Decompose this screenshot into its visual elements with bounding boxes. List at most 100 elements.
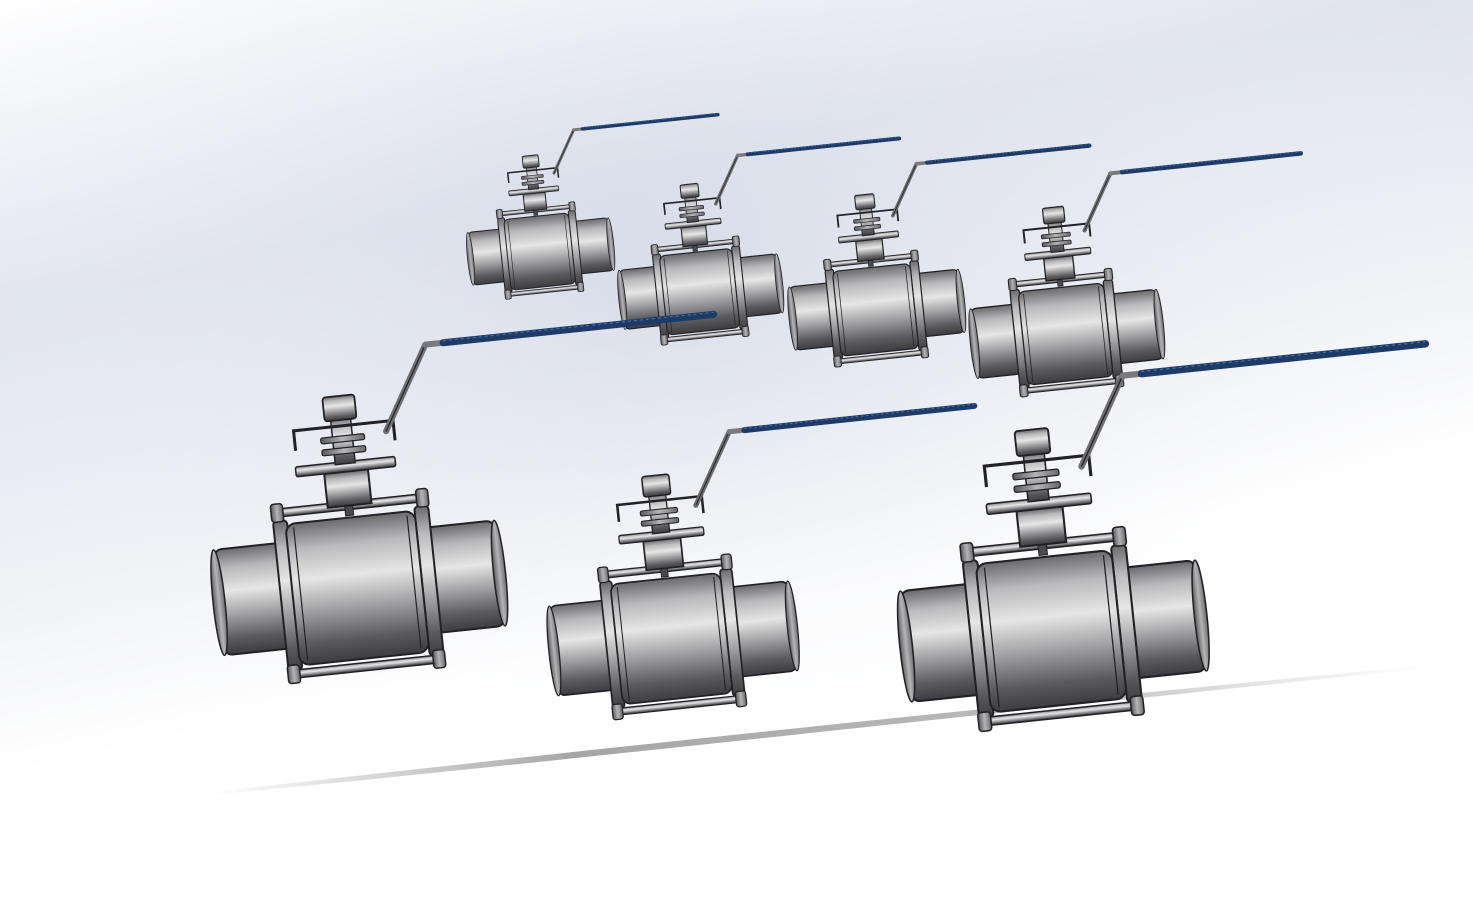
- pipe-face-left: [546, 605, 562, 697]
- body-seam: [1102, 554, 1119, 696]
- valve-body: [975, 549, 1127, 713]
- stem-washer: [1040, 231, 1071, 240]
- stem-nut: [679, 182, 700, 199]
- pipe-face-left: [466, 232, 475, 286]
- stem-washer: [521, 174, 544, 180]
- stop-bracket: [615, 494, 705, 523]
- stop-bracket: [836, 208, 900, 228]
- bolt-nut: [414, 487, 430, 508]
- stem-washer: [679, 211, 705, 218]
- stop-bracket: [506, 166, 560, 183]
- valve-small-1[interactable]: [455, 112, 735, 303]
- bolt-nut: [611, 703, 624, 721]
- body-seam: [507, 221, 516, 288]
- bolt-nut: [731, 235, 741, 247]
- handle-lever[interactable]: [377, 310, 722, 435]
- valve-body: [659, 248, 740, 336]
- handle-grip: [745, 136, 902, 157]
- valve-small-2[interactable]: [605, 136, 918, 349]
- pipe-face-right: [784, 580, 800, 672]
- bolt-nut: [431, 648, 447, 669]
- stem-washer: [521, 180, 545, 186]
- valve-body: [503, 212, 576, 291]
- handle-grip: [741, 402, 978, 434]
- handle-grip: [924, 143, 1092, 165]
- body-seam: [293, 527, 309, 661]
- stem-washer: [639, 506, 679, 517]
- stem-washer: [853, 224, 882, 231]
- pipe-face-left: [617, 269, 628, 330]
- handle-lever[interactable]: [688, 402, 981, 508]
- pipe-face-right: [606, 217, 616, 271]
- pipe-face-right: [1153, 288, 1166, 360]
- bolt-nut: [977, 711, 993, 733]
- stem-neck: [522, 191, 548, 212]
- valve-small-3[interactable]: [774, 143, 1109, 371]
- stem-washer: [853, 216, 881, 224]
- stem-washer: [320, 433, 366, 445]
- handle-lever[interactable]: [711, 136, 904, 206]
- valve-large-1[interactable]: [188, 310, 747, 690]
- stem-nut: [1041, 205, 1066, 225]
- handle-arm-edge: [1084, 173, 1111, 231]
- bolt-nut: [823, 258, 832, 271]
- stop-bracket: [1022, 222, 1092, 244]
- stem-washer: [678, 204, 705, 212]
- bolt-nut: [660, 334, 669, 346]
- pipe-face-left: [210, 549, 228, 657]
- pipe-face-left: [968, 308, 981, 379]
- valve-group: [188, 112, 1461, 739]
- stem-washer: [640, 517, 680, 527]
- bolt-nut: [1111, 525, 1128, 547]
- handle-arm-edge: [1080, 375, 1124, 467]
- handle-arm-edge: [553, 129, 574, 174]
- stop-bracket: [982, 453, 1093, 488]
- stem-nut: [1013, 427, 1052, 458]
- handle-lever[interactable]: [1072, 340, 1434, 470]
- handle-lever[interactable]: [1079, 151, 1307, 233]
- bolt-nut: [576, 281, 585, 292]
- body-seam: [616, 586, 630, 701]
- bolt-nut: [1007, 277, 1018, 292]
- body-seam: [727, 251, 736, 326]
- stem-washer: [1041, 239, 1072, 248]
- stop-bracket: [291, 418, 397, 451]
- bolt-nut: [504, 289, 512, 300]
- bolt-nut: [734, 690, 748, 708]
- bolt-nut: [833, 355, 842, 368]
- bolt-nut: [1129, 695, 1145, 717]
- pipe-face-left: [896, 590, 916, 703]
- bolt-nut: [596, 566, 610, 584]
- stem-washer: [1012, 468, 1060, 481]
- stem-neck: [680, 224, 709, 248]
- body-seam: [837, 273, 847, 354]
- valve-large-3[interactable]: [874, 340, 1461, 739]
- body-seam: [406, 515, 422, 649]
- valve-small-4[interactable]: [954, 151, 1323, 402]
- stop-bracket: [662, 196, 722, 215]
- pipe-face-right: [490, 519, 509, 627]
- body-seam: [1023, 293, 1034, 382]
- body-seam: [983, 567, 1000, 708]
- stem-neck: [323, 468, 373, 509]
- handle-grip: [439, 310, 718, 347]
- pipe-face-right: [955, 268, 967, 333]
- handle-lever[interactable]: [550, 112, 722, 175]
- pipe-face-left: [787, 286, 798, 351]
- valve-large-2[interactable]: [528, 402, 1003, 726]
- pipe-face-right: [774, 253, 785, 314]
- stem-neck: [1042, 254, 1076, 282]
- handle-grip: [580, 112, 720, 131]
- handle-arm-edge: [385, 344, 426, 432]
- stem-nut: [641, 473, 672, 498]
- handle-arm-edge: [695, 431, 730, 506]
- stem-washer: [321, 445, 367, 457]
- pipe-face-right: [1191, 559, 1210, 672]
- valve-body: [832, 263, 919, 357]
- stem-neck: [642, 536, 685, 572]
- body-seam: [905, 266, 915, 347]
- handle-lever[interactable]: [888, 143, 1095, 218]
